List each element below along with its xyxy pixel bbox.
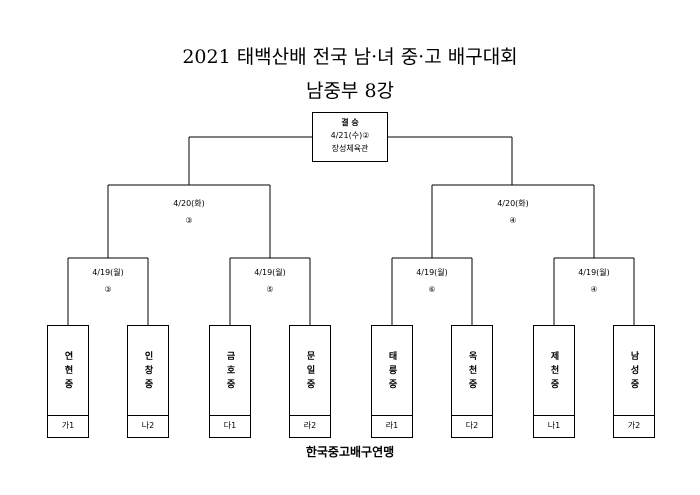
quarterfinal-court: ⑥ [428,285,436,294]
team-seed: 나1 [534,415,574,437]
semifinal-court: ③ [185,216,193,225]
semifinal-date: 4/20(화) [497,199,529,208]
team-seed: 라2 [290,415,330,437]
quarterfinal-date: 4/19(월) [416,268,448,277]
team-box: 금호중 다1 [209,325,251,438]
semifinal-label-left: 4/20(화) ③ [154,195,224,229]
team-seed: 가2 [614,415,654,437]
team-name: 금호중 [224,351,235,393]
quarterfinal-label-4: 4/19(월) ④ [559,264,629,298]
final-heading: 결 승 [341,118,359,127]
team-seed: 다2 [452,415,492,437]
team-seed: 가1 [48,415,88,437]
team-box: 인창중 나2 [127,325,169,438]
team-name: 옥천중 [466,351,477,393]
team-seed: 라1 [372,415,412,437]
final-match-box: 결 승 4/21(수)② 장성체육관 [312,112,388,162]
quarterfinal-date: 4/19(월) [92,268,124,277]
quarterfinal-court: ③ [104,285,112,294]
semifinal-court: ④ [509,216,517,225]
team-name: 인창중 [142,351,153,393]
team-name: 연현중 [62,351,73,393]
team-name: 태릉중 [386,351,397,393]
page-title: 2021 태백산배 전국 남·녀 중·고 배구대회 [182,46,518,68]
final-venue: 장성체육관 [331,144,369,153]
team-seed: 나2 [128,415,168,437]
team-seed: 다1 [210,415,250,437]
team-name: 남성중 [628,351,639,393]
quarterfinal-label-1: 4/19(월) ③ [73,264,143,298]
quarterfinal-court: ⑤ [266,285,274,294]
quarterfinal-date: 4/19(월) [578,268,610,277]
quarterfinal-date: 4/19(월) [254,268,286,277]
final-date: 4/21(수)② [330,131,370,140]
team-box: 제천중 나1 [533,325,575,438]
team-box: 옥천중 다2 [451,325,493,438]
quarterfinal-label-2: 4/19(월) ⑤ [235,264,305,298]
organizer-footer: 한국중고배구연맹 [305,445,395,459]
semifinal-date: 4/20(화) [173,199,205,208]
team-box: 문일중 라2 [289,325,331,438]
team-box: 남성중 가2 [613,325,655,438]
team-box: 연현중 가1 [47,325,89,438]
team-box: 태릉중 라1 [371,325,413,438]
team-name: 문일중 [304,351,315,393]
quarterfinal-label-3: 4/19(월) ⑥ [397,264,467,298]
team-name: 제천중 [548,351,559,393]
semifinal-label-right: 4/20(화) ④ [478,195,548,229]
page-subtitle: 남중부 8강 [305,80,395,102]
quarterfinal-court: ④ [590,285,598,294]
